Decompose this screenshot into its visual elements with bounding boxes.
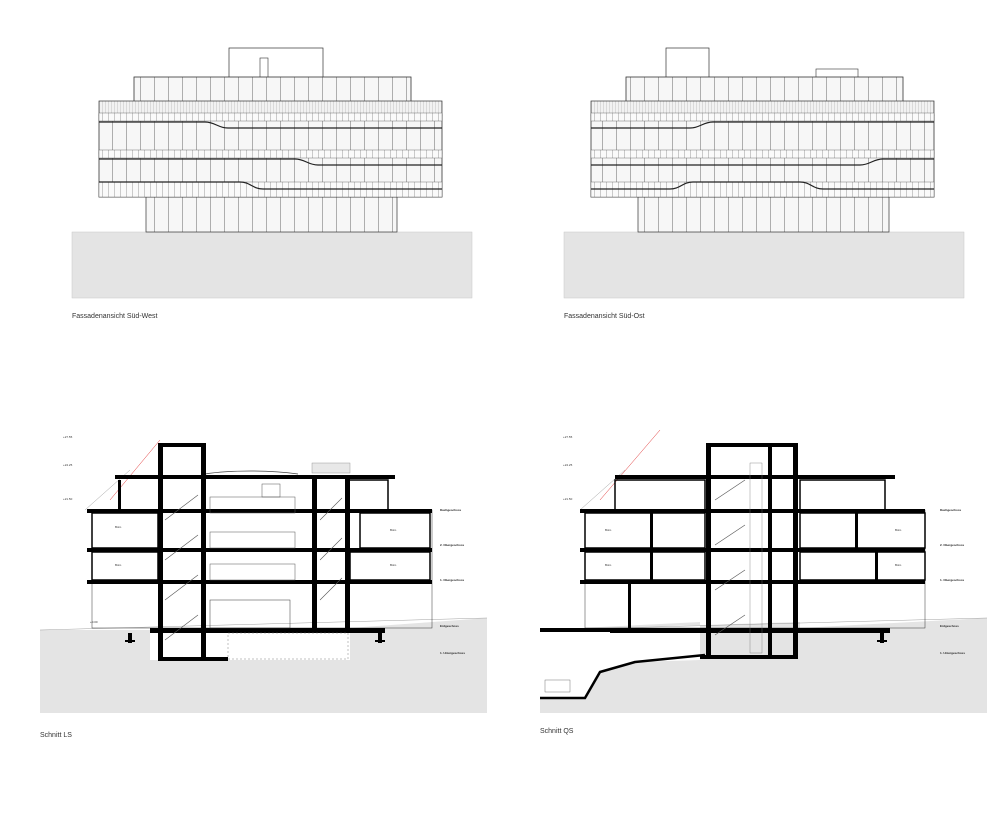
- svg-text:Erdgeschoss: Erdgeschoss: [440, 624, 459, 628]
- roof-structure: [228, 47, 324, 79]
- ground-section: [540, 618, 987, 713]
- top-floor: [625, 76, 904, 103]
- svg-text:Büro: Büro: [895, 563, 902, 567]
- svg-text:Erdgeschoss: Erdgeschoss: [940, 624, 959, 628]
- svg-text:Büro: Büro: [605, 563, 612, 567]
- floor-band-1: [98, 114, 443, 154]
- svg-text:Büro: Büro: [605, 528, 612, 532]
- svg-text:+24.25: +24.25: [563, 463, 573, 467]
- svg-text:+0.00: +0.00: [90, 620, 98, 624]
- svg-text:1. Obergeschoss: 1. Obergeschoss: [940, 578, 965, 582]
- svg-text:+21.50: +21.50: [563, 497, 573, 501]
- svg-text:+24.25: +24.25: [63, 463, 73, 467]
- svg-text:+27.55: +27.55: [63, 435, 73, 439]
- caption-qs: Schnitt QS: [540, 728, 574, 735]
- svg-text:Büro: Büro: [115, 563, 122, 567]
- section-ls: +27.55 +24.25 +21.50 +0.00 Dachgeschoss …: [39, 435, 488, 713]
- svg-text:1. Untergeschoss: 1. Untergeschoss: [940, 651, 965, 655]
- svg-text:1. Obergeschoss: 1. Obergeschoss: [440, 578, 465, 582]
- caption-ls: Schnitt LS: [40, 732, 72, 739]
- svg-text:+21.50: +21.50: [63, 497, 73, 501]
- svg-text:Büro: Büro: [895, 528, 902, 532]
- svg-text:Dachgeschoss: Dachgeschoss: [440, 508, 462, 512]
- top-floor: [133, 76, 412, 103]
- caption-sw: Fassadenansicht Süd-West: [72, 313, 158, 320]
- caption-so: Fassadenansicht Süd-Ost: [564, 313, 645, 320]
- ground-block: [71, 231, 473, 299]
- section-qs: +27.55 +24.25 +21.50 Dachgeschoss 2. Obe…: [539, 429, 988, 713]
- svg-text:+27.55: +27.55: [563, 435, 573, 439]
- podium: [637, 196, 890, 233]
- svg-text:2. Obergeschoss: 2. Obergeschoss: [940, 543, 965, 547]
- roof-structure: [665, 47, 710, 79]
- svg-text:Dachgeschoss: Dachgeschoss: [940, 508, 962, 512]
- podium: [145, 196, 398, 233]
- floor-band-1: [590, 114, 935, 154]
- svg-text:Büro: Büro: [390, 563, 397, 567]
- ground-block: [563, 231, 965, 299]
- svg-text:2. Obergeschoss: 2. Obergeschoss: [440, 543, 465, 547]
- svg-text:1. Untergeschoss: 1. Untergeschoss: [440, 651, 465, 655]
- svg-text:Büro: Büro: [115, 525, 122, 529]
- elevation-sued-west: [71, 47, 473, 299]
- svg-text:Büro: Büro: [390, 528, 397, 532]
- elevation-sued-ost: [563, 47, 965, 299]
